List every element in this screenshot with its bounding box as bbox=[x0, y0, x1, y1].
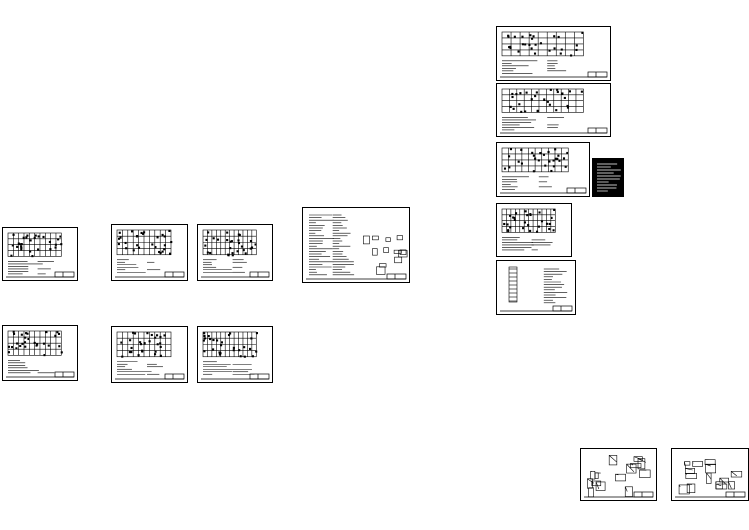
sheet-notes-linework bbox=[306, 214, 408, 280]
sheet-b2-linework bbox=[115, 331, 185, 380]
sheet-r1-linework bbox=[500, 31, 608, 78]
sheet-r3-legend bbox=[592, 158, 624, 197]
sheet-a2 bbox=[111, 224, 188, 281]
sheet-r4 bbox=[496, 203, 572, 257]
sheet-b3-linework bbox=[201, 331, 270, 380]
sheet-r1 bbox=[496, 26, 611, 81]
sheet-b1-linework bbox=[6, 330, 75, 378]
sheet-d2-linework bbox=[675, 459, 746, 498]
sheet-notes bbox=[302, 207, 410, 283]
sheet-b1 bbox=[2, 325, 78, 381]
sheet-r5-linework bbox=[500, 266, 573, 312]
sheet-a2-linework bbox=[115, 229, 185, 278]
sheet-r5 bbox=[496, 260, 576, 315]
sheet-r3 bbox=[496, 142, 590, 197]
sheet-a1 bbox=[2, 227, 78, 281]
sheet-b3 bbox=[197, 326, 273, 383]
sheet-d2 bbox=[671, 448, 749, 501]
sheet-a1-linework bbox=[6, 232, 75, 278]
sheet-r3-legend-linework bbox=[597, 163, 621, 192]
sheet-d1 bbox=[580, 448, 657, 501]
sheet-a3 bbox=[197, 224, 273, 281]
sheet-r2 bbox=[496, 83, 611, 137]
sheet-r2-linework bbox=[500, 88, 608, 134]
sheet-r3-linework bbox=[500, 147, 587, 194]
sheet-b2 bbox=[111, 326, 188, 383]
sheet-d1-linework bbox=[584, 455, 654, 498]
sheet-r4-linework bbox=[501, 208, 556, 251]
sheet-a3-linework bbox=[201, 229, 270, 278]
